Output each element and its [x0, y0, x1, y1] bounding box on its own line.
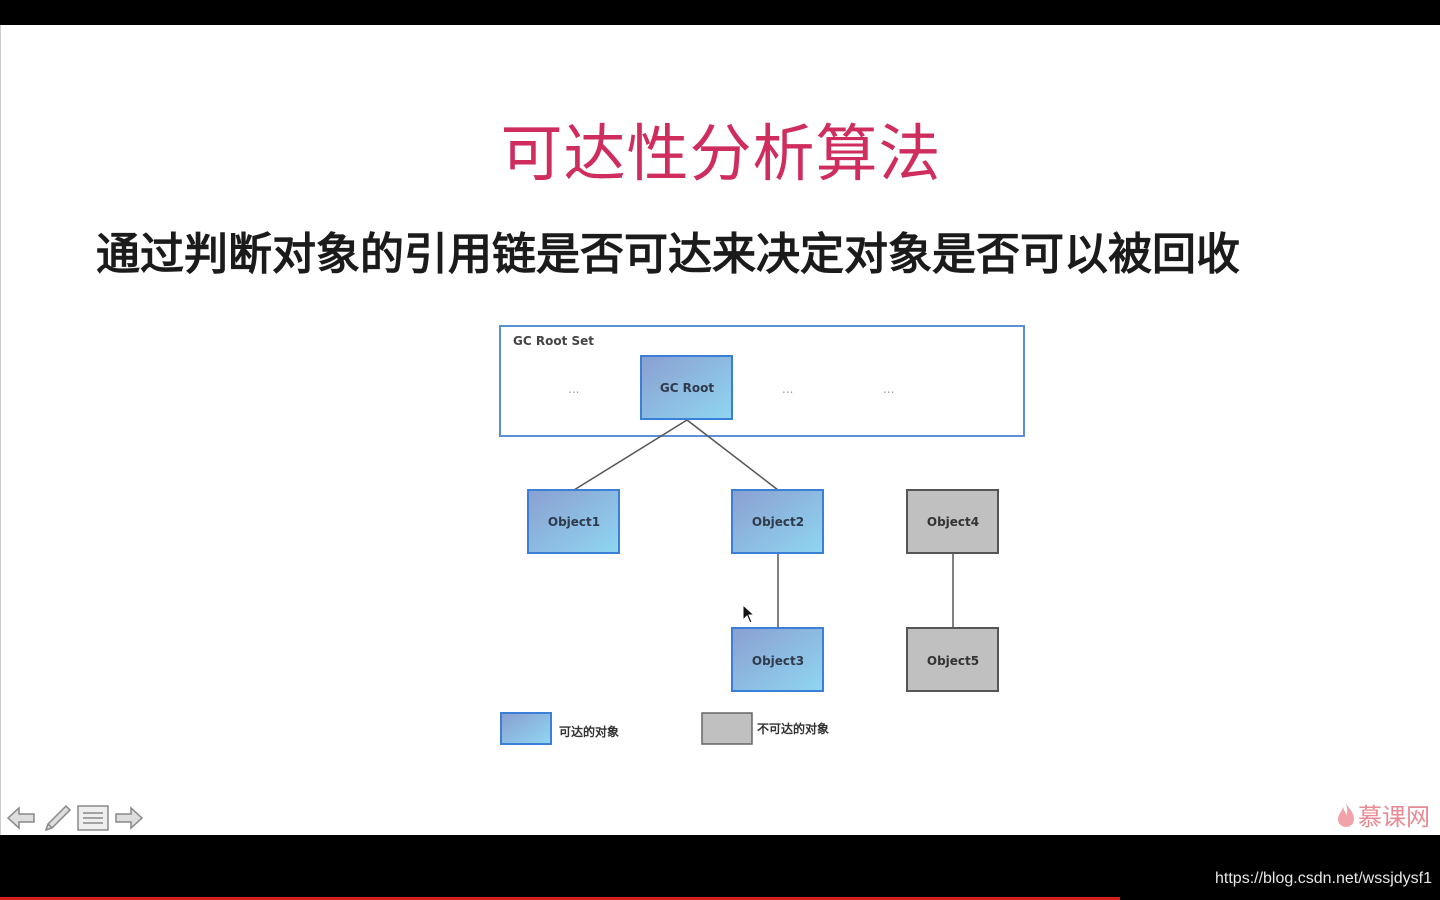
node-object3-label: Object3: [752, 654, 804, 668]
ellipsis-right: ...: [883, 382, 894, 396]
reachability-diagram: GC Root Set ... ... ... GC Root Object1 …: [499, 325, 1025, 745]
slide-title: 可达性分析算法: [500, 117, 942, 190]
gc-root-set-box: [499, 325, 1025, 437]
node-object2-label: Object2: [752, 515, 804, 529]
node-object4-label: Object4: [927, 515, 979, 529]
progress-line: [0, 897, 1120, 900]
legend-unreachable-swatch: [701, 712, 753, 745]
ellipsis-middle: ...: [782, 382, 793, 396]
brand-logo: 慕课网: [1336, 797, 1430, 832]
pen-tool-button[interactable]: [41, 802, 73, 834]
node-object5-label: Object5: [927, 654, 979, 668]
legend-reachable-label: 可达的对象: [559, 724, 619, 739]
gc-root-set-label: GC Root Set: [513, 334, 594, 348]
node-object5: [906, 627, 999, 692]
prev-slide-button[interactable]: [5, 802, 37, 834]
node-object4: [906, 489, 999, 554]
slide-menu-button[interactable]: [77, 802, 109, 834]
node-object1: [527, 489, 620, 554]
node-gc-root: [640, 355, 733, 420]
legend-unreachable-label: 不可达的对象: [757, 721, 829, 736]
flame-icon: [1338, 802, 1354, 827]
node-gc-root-label: GC Root: [660, 381, 715, 395]
arrow-right-icon: [115, 806, 144, 830]
node-object1-label: Object1: [548, 515, 600, 529]
arrow-left-icon: [6, 806, 35, 830]
slide: 可达性分析算法 通过判断对象的引用链是否可达来决定对象是否可以被回收 GC Ro…: [0, 25, 1440, 835]
slide-subtitle: 通过判断对象的引用链是否可达来决定对象是否可以被回收: [96, 229, 1240, 280]
legend-reachable-swatch: [500, 712, 552, 745]
next-slide-button[interactable]: [113, 802, 145, 834]
edge-gcroot-object2: [686, 419, 779, 491]
pen-icon: [44, 804, 72, 832]
edge-gcroot-object1: [573, 419, 688, 491]
ellipsis-left: ...: [568, 382, 579, 396]
brand-name: 慕课网: [1358, 803, 1430, 831]
node-object2: [731, 489, 824, 554]
menu-icon: [77, 805, 109, 831]
slide-toolbar: [5, 801, 145, 835]
watermark: https://blog.csdn.net/wssjdysf1: [1215, 870, 1432, 887]
node-object3: [731, 627, 824, 692]
mouse-cursor-icon: [742, 603, 756, 624]
